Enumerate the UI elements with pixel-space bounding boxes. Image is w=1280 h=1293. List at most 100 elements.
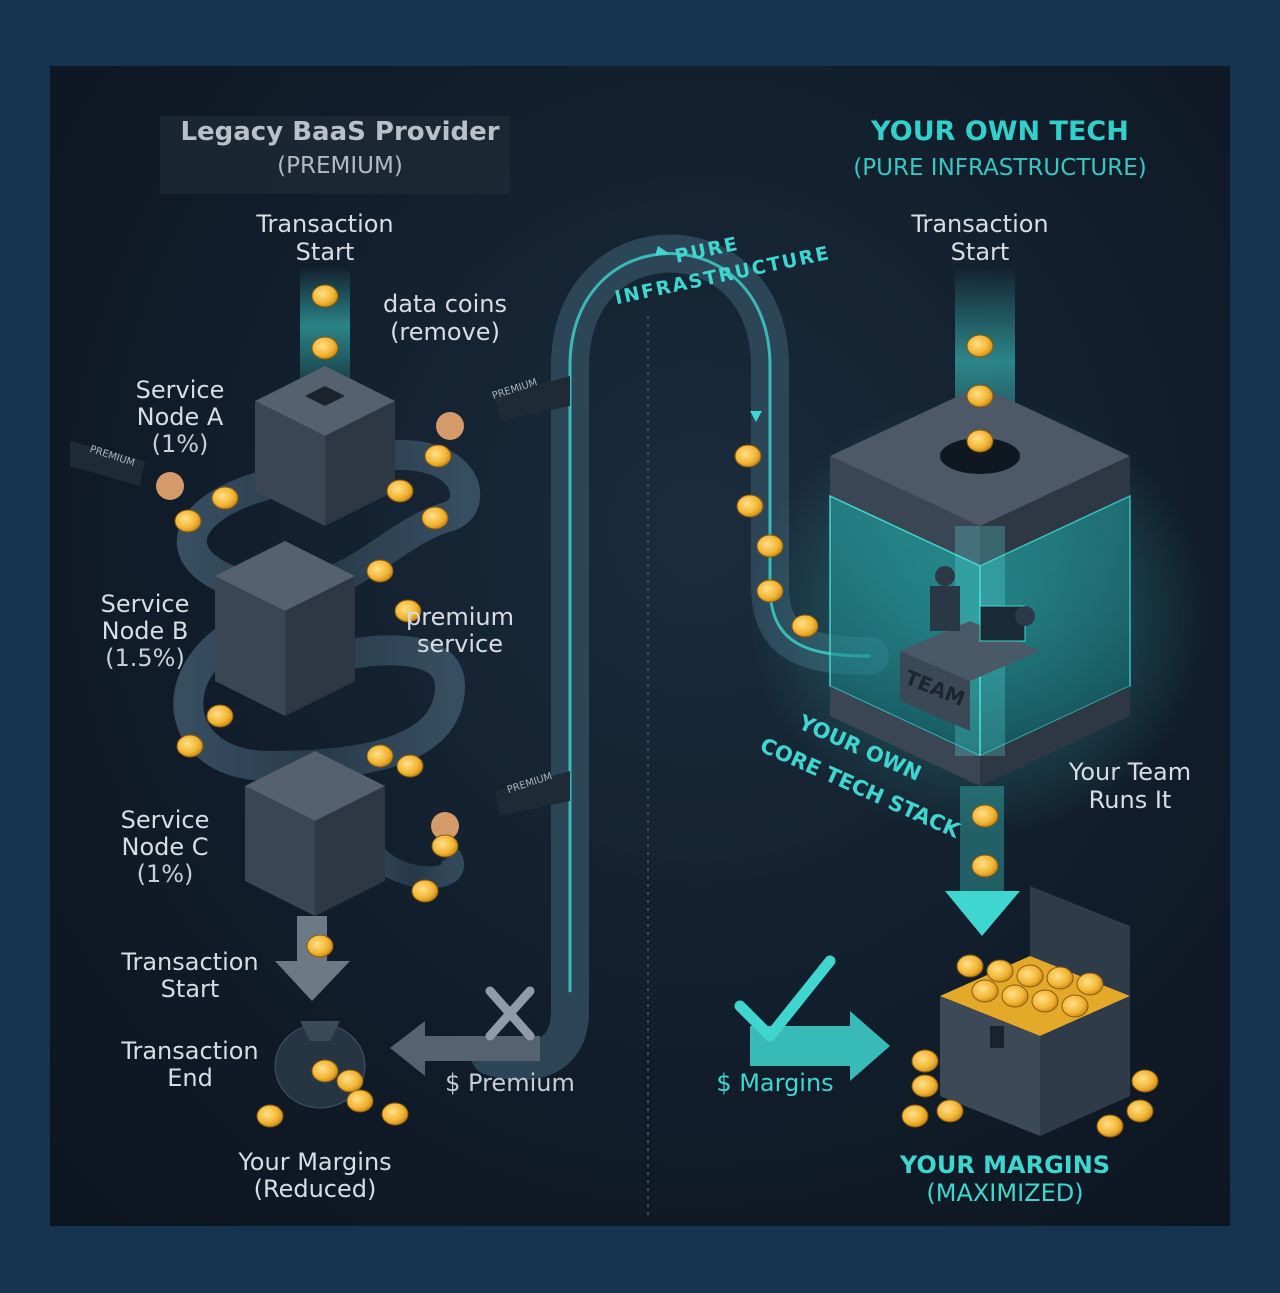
coin-icon bbox=[336, 1069, 364, 1093]
premium-hand-left bbox=[70, 441, 184, 500]
node-c-fee: (1%) bbox=[136, 860, 194, 888]
team-runs-line2: Runs It bbox=[1088, 786, 1172, 814]
coin-icon bbox=[311, 284, 339, 308]
node-a-fee: (1%) bbox=[151, 430, 209, 458]
margins-tag: $ Margins bbox=[716, 1069, 834, 1097]
treasure-chest bbox=[940, 886, 1130, 1136]
coin-icon bbox=[431, 834, 459, 858]
coin-icon bbox=[394, 599, 422, 623]
left-margins-line1: Your Margins bbox=[238, 1148, 392, 1176]
check-icon bbox=[734, 955, 836, 1042]
node-b-fee: (1.5%) bbox=[105, 644, 185, 672]
tube-arrow-icon bbox=[655, 246, 670, 256]
coin-icon bbox=[956, 954, 984, 978]
coin-icon bbox=[346, 1089, 374, 1113]
coin-icon bbox=[1076, 972, 1104, 996]
server-node-a bbox=[255, 366, 395, 526]
right-header-title: YOUR OWN TECH bbox=[871, 116, 1129, 147]
coins bbox=[174, 284, 1159, 1138]
right-header-subtitle: (PURE INFRASTRUCTURE) bbox=[853, 155, 1147, 181]
coin-icon bbox=[1131, 1069, 1159, 1093]
coin-icon bbox=[206, 704, 234, 728]
right-margins-line2: (MAXIMIZED) bbox=[926, 1179, 1084, 1207]
coin-icon bbox=[971, 854, 999, 878]
coin-icon bbox=[1016, 964, 1044, 988]
coin-icon bbox=[174, 509, 202, 533]
premium-service-line1: premium bbox=[406, 603, 514, 631]
end-line1: Transaction bbox=[121, 1037, 259, 1065]
coin-icon bbox=[911, 1074, 939, 1098]
coin-icon bbox=[734, 444, 762, 468]
premium-cost-label: $ Premium bbox=[445, 1069, 575, 1097]
node-b-line1: Service bbox=[100, 590, 190, 618]
left-margins-line2: (Reduced) bbox=[253, 1175, 377, 1203]
coin-icon bbox=[386, 479, 414, 503]
coin-icon bbox=[971, 804, 999, 828]
coin-icon bbox=[256, 1104, 284, 1128]
bottom-start-line1: Transaction bbox=[121, 948, 259, 976]
coin-icon bbox=[366, 744, 394, 768]
bottom-start-line2: Start bbox=[160, 975, 220, 1003]
illustration bbox=[70, 116, 1210, 1216]
infographic-canvas: Legacy BaaS Provider (PREMIUM) YOUR OWN … bbox=[50, 66, 1230, 1226]
pipe-b-c bbox=[173, 612, 466, 782]
premium-service-line2: service bbox=[417, 630, 503, 658]
coin-icon bbox=[911, 1049, 939, 1073]
coin-icon bbox=[756, 534, 784, 558]
coin-icon bbox=[756, 579, 784, 603]
coin-icon bbox=[176, 734, 204, 758]
coin-icon bbox=[966, 429, 994, 453]
node-a-line2: Node A bbox=[136, 403, 224, 431]
server-node-b bbox=[215, 541, 355, 716]
left-down-arrow bbox=[275, 916, 350, 1001]
coin-icon bbox=[1001, 984, 1029, 1008]
coin-icon bbox=[736, 494, 764, 518]
team-runs-line1: Your Team bbox=[1068, 758, 1192, 786]
coin-icon bbox=[424, 444, 452, 468]
margins-arrow bbox=[750, 1011, 890, 1081]
coin-icon bbox=[971, 979, 999, 1003]
coin-icon bbox=[411, 879, 439, 903]
coin-icon bbox=[366, 559, 394, 583]
coin-icon bbox=[311, 1059, 339, 1083]
tube-arrow-down-icon bbox=[750, 411, 762, 422]
coin-icon bbox=[966, 384, 994, 408]
coin-icon bbox=[421, 506, 449, 530]
premium-hand-c bbox=[431, 771, 570, 840]
right-start-line1: Transaction bbox=[911, 210, 1049, 238]
node-a-line1: Service bbox=[135, 376, 225, 404]
coin-icon bbox=[1031, 989, 1059, 1013]
coin-icon bbox=[791, 614, 819, 638]
right-margins-line1: YOUR MARGINS bbox=[899, 1151, 1111, 1179]
left-start-line2: Start bbox=[295, 238, 355, 266]
coin-icon bbox=[1096, 1114, 1124, 1138]
coin-icon bbox=[1061, 994, 1089, 1018]
left-start-line1: Transaction bbox=[256, 210, 394, 238]
coin-icon bbox=[936, 1099, 964, 1123]
premium-hand-a bbox=[436, 376, 570, 440]
coin-icon bbox=[396, 754, 424, 778]
coin-icon bbox=[901, 1104, 929, 1128]
coin-icon bbox=[1126, 1099, 1154, 1123]
server-node-c bbox=[245, 751, 385, 916]
left-header-subtitle: (PREMIUM) bbox=[277, 153, 403, 179]
coins-label-line1: data coins bbox=[383, 290, 507, 318]
left-header-backdrop bbox=[160, 116, 510, 194]
right-down-arrow bbox=[945, 786, 1020, 936]
coin-icon bbox=[966, 334, 994, 358]
coin-icon bbox=[311, 336, 339, 360]
team-desk bbox=[900, 566, 1040, 731]
end-line2: End bbox=[167, 1064, 213, 1092]
node-b-line2: Node B bbox=[101, 617, 189, 645]
coins-label-line2: (remove) bbox=[390, 318, 500, 346]
node-c-line1: Service bbox=[120, 806, 210, 834]
right-start-line2: Start bbox=[950, 238, 1010, 266]
coin-icon bbox=[381, 1102, 409, 1126]
left-header-title: Legacy BaaS Provider bbox=[180, 117, 500, 147]
premium-cost-arrow bbox=[390, 1021, 540, 1076]
coin-icon bbox=[986, 959, 1014, 983]
node-c-line2: Node C bbox=[121, 833, 209, 861]
coin-icon bbox=[306, 934, 334, 958]
coin-icon bbox=[211, 486, 239, 510]
coin-icon bbox=[1046, 966, 1074, 990]
